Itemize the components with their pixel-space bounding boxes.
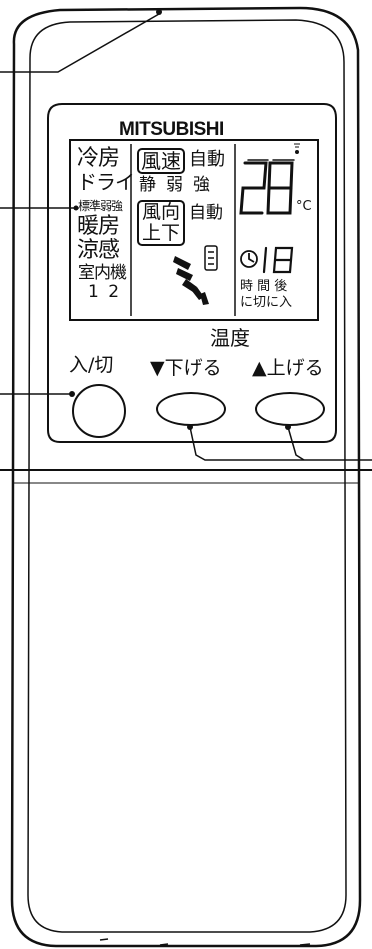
control-panel-frame (47, 103, 337, 443)
power-button[interactable] (72, 384, 126, 438)
remote-outer-shell (10, 6, 362, 948)
ir-emitter-dot (156, 9, 162, 15)
temperature-digits (239, 159, 295, 215)
fan-bars-icon (173, 256, 209, 305)
fan-speed-quiet-label: 静 (139, 175, 156, 195)
callout-line-temp-2 (287, 426, 305, 461)
bottom-tick-2 (159, 943, 169, 946)
temperature-unit: °C (296, 199, 312, 214)
clock-icon (240, 250, 258, 268)
timer-value: 18 (262, 244, 298, 272)
vane-auto-label: 自動 (189, 203, 223, 223)
timer-label-top: 時 間 後 (240, 279, 288, 294)
mode-heat-label: 暖房 (77, 214, 120, 239)
temperature-group-label: 温度 (210, 326, 250, 350)
temperature-value: 28 (242, 156, 307, 210)
timer-digits (262, 246, 294, 274)
vane-label-line1: 風向 (142, 201, 181, 223)
temp-down-button-label: ▼下げる (150, 357, 222, 379)
timer-label-bottom: に切に入 (240, 295, 293, 310)
temp-up-button[interactable] (255, 392, 325, 426)
bottom-tick-3 (299, 943, 311, 946)
vane-label: 風向 上下 (137, 200, 186, 246)
dry-level-label: 標準弱強 (78, 199, 123, 213)
indoor-unit-numbers: 1 2 (88, 282, 122, 302)
bottom-tick (99, 938, 109, 941)
temp-up-button-label: ▲上げる (252, 357, 324, 379)
vane-label-line2: 上下 (142, 222, 181, 244)
fan-speed-weak-label: 弱 (166, 175, 183, 195)
signal-icon (294, 143, 300, 154)
remote-inner-shell (27, 19, 347, 933)
brand-logo: MITSUBISHI (119, 119, 224, 140)
temp-down-button[interactable] (156, 392, 226, 426)
mode-cool-feel-label: 涼感 (77, 238, 120, 263)
mode-dry-label: ドライ (77, 170, 135, 194)
indoor-unit-label: 室内機 (78, 263, 127, 283)
callout-line-emitter (0, 13, 160, 73)
power-button-label: 入/切 (69, 354, 114, 376)
fan-speed-auto-label: 自動 (189, 149, 225, 170)
lcd-window (69, 139, 319, 321)
vane-icon (204, 245, 218, 271)
mode-cool-label: 冷房 (77, 146, 120, 171)
fan-speed-strong-label: 強 (193, 175, 210, 195)
fan-speed-label: 風速 (137, 148, 185, 174)
